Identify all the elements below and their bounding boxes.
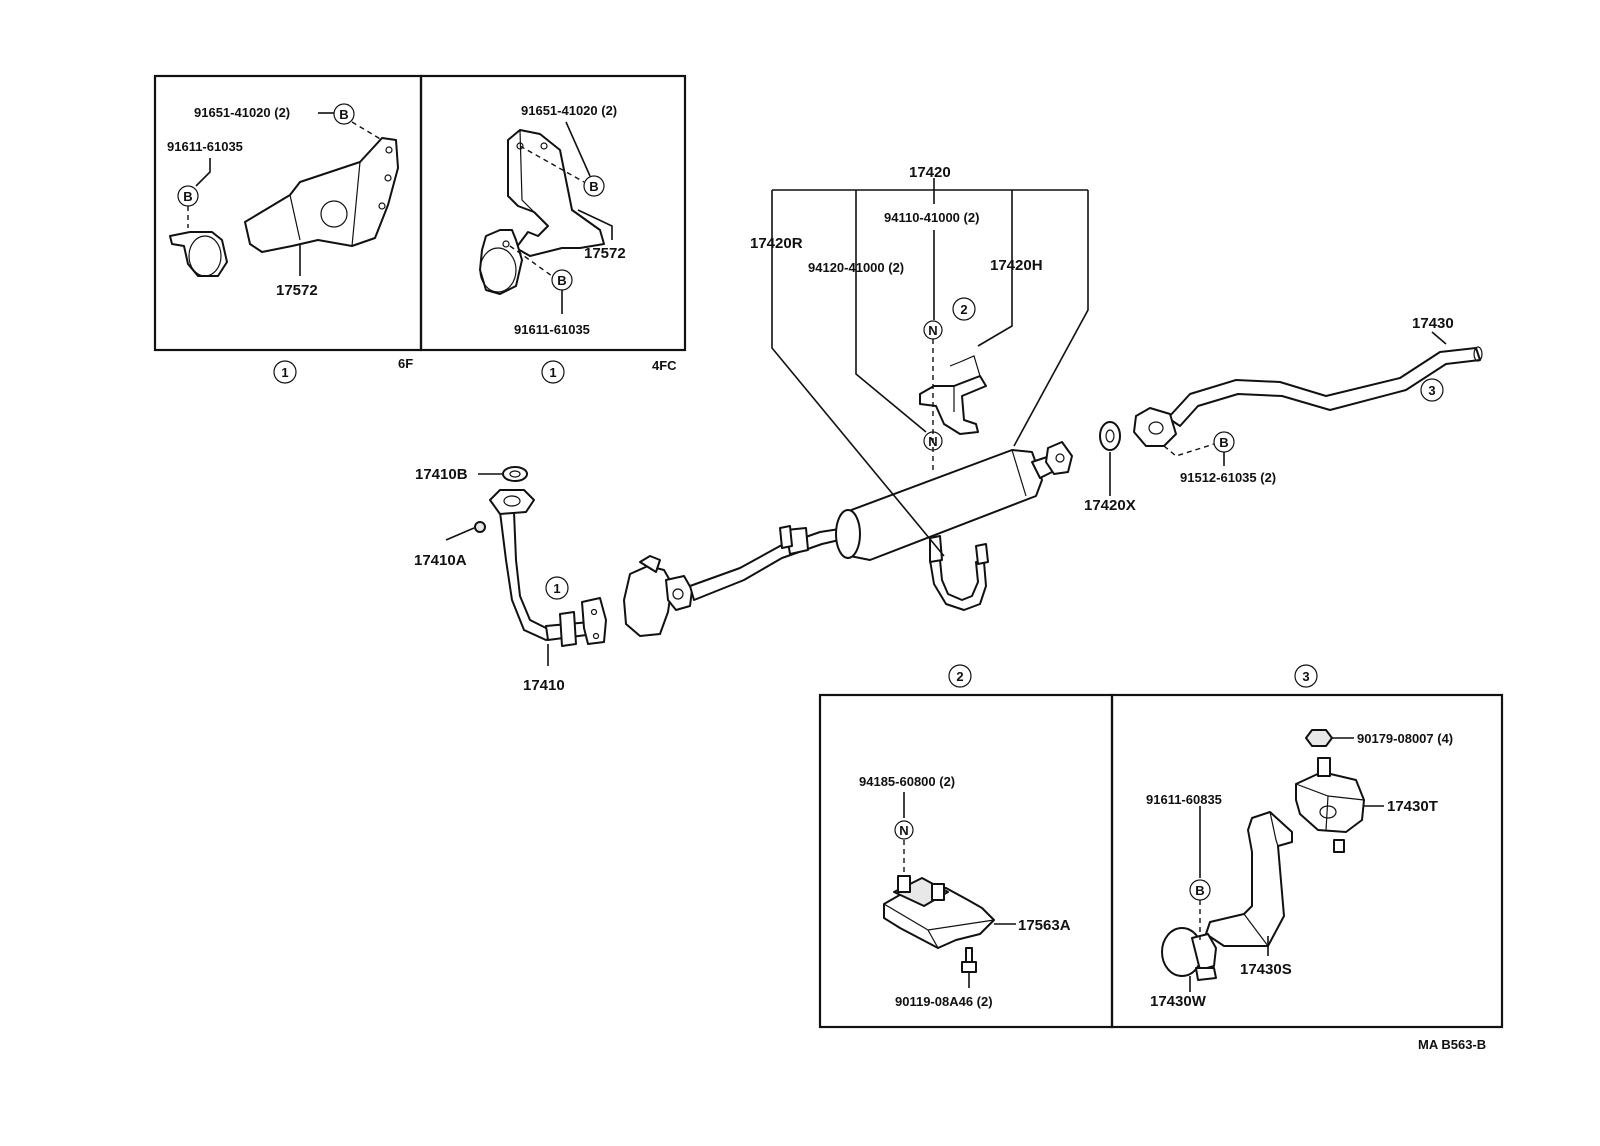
reference-circle-icon xyxy=(948,664,972,688)
reference-circle-icon xyxy=(541,360,565,384)
nut-marker-text: N xyxy=(899,823,908,838)
variant-label: 4FC xyxy=(652,358,677,373)
bolt-marker-icon xyxy=(333,103,355,125)
reference-number: 3 xyxy=(1428,383,1435,398)
bolt-marker-text: B xyxy=(589,179,598,194)
reference-number: 1 xyxy=(553,581,560,596)
reference-circle-icon xyxy=(1294,664,1318,688)
nut-marker-icon xyxy=(894,820,914,840)
part-label-insulator: 17430T xyxy=(1387,798,1438,815)
part-label-nut: 17410A xyxy=(414,552,467,569)
detail-box-3: 3 B 90179-08007 (4) 91611-60835 17430T 1… xyxy=(1110,664,1504,1029)
part-label-nut: 94120-41000 (2) xyxy=(808,260,904,275)
reference-circle-icon xyxy=(1420,378,1444,402)
part-label-nut: 94110-41000 (2) xyxy=(884,210,979,225)
bolt-marker-icon xyxy=(583,175,605,197)
part-label-bracket: 17430S xyxy=(1240,961,1292,978)
reference-number: 2 xyxy=(956,669,963,684)
part-label-bracket: 17572 xyxy=(584,245,626,262)
bolt-marker-text: B xyxy=(1219,435,1228,450)
part-label-bolt: 91611-61035 xyxy=(167,139,243,154)
reference-number: 1 xyxy=(549,365,556,380)
part-label-mount: 17563A xyxy=(1018,917,1071,934)
main-assembly: N N 2 B 3 1 xyxy=(414,164,1483,694)
part-label-clamp: 17420R xyxy=(750,235,803,252)
part-label-hanger: 17420H xyxy=(990,257,1043,274)
part-label-clamp: 17430W xyxy=(1150,993,1207,1010)
bolt-marker-text: B xyxy=(557,273,566,288)
part-label-bolt: 91512-61035 (2) xyxy=(1180,470,1276,485)
part-label-tail-pipe: 17430 xyxy=(1412,315,1454,332)
part-label-bolt: 91651-41020 (2) xyxy=(521,103,617,118)
bolt-marker-text: B xyxy=(1195,883,1204,898)
reference-circle-icon xyxy=(545,576,569,600)
detail-box-2: 2 N 94185-60800 (2) 17563A 90119-08A46 (… xyxy=(818,664,1114,1029)
nut-marker-icon xyxy=(923,431,943,451)
nut-marker-text: N xyxy=(928,323,937,338)
reference-number: 3 xyxy=(1302,669,1309,684)
part-label-front-pipe: 17410 xyxy=(523,677,565,694)
part-label-bracket: 17572 xyxy=(276,282,318,299)
reference-circle-icon xyxy=(273,360,297,384)
reference-number: 1 xyxy=(281,365,288,380)
part-label-bolt: 91611-61035 xyxy=(514,322,590,337)
part-label-bolt: 91651-41020 (2) xyxy=(194,105,290,120)
detail-box-4fc: B B 91651-41020 (2) 17572 91611-61035 1 … xyxy=(419,74,687,384)
part-label-muffler-assy: 17420 xyxy=(909,164,951,181)
reference-circle-icon xyxy=(952,297,976,321)
variant-label: 6F xyxy=(398,356,413,371)
part-label-gasket: 17410B xyxy=(415,466,468,483)
reference-number: 2 xyxy=(960,302,967,317)
part-label-gasket: 17420X xyxy=(1084,497,1136,514)
part-label-nut: 94185-60800 (2) xyxy=(859,774,955,789)
bolt-marker-text: B xyxy=(183,189,192,204)
part-label-bolt: 91611-60835 xyxy=(1146,792,1222,807)
part-label-bolt: 90119-08A46 (2) xyxy=(895,994,993,1009)
bolt-marker-text: B xyxy=(339,107,348,122)
detail-box-6f: B B 91651-41020 (2) 91611-61035 17572 1 … xyxy=(153,74,423,384)
part-label-nut: 90179-08007 (4) xyxy=(1357,731,1453,746)
diagram-code: MA B563-B xyxy=(1418,1037,1486,1052)
nut-marker-text: N xyxy=(928,434,937,449)
